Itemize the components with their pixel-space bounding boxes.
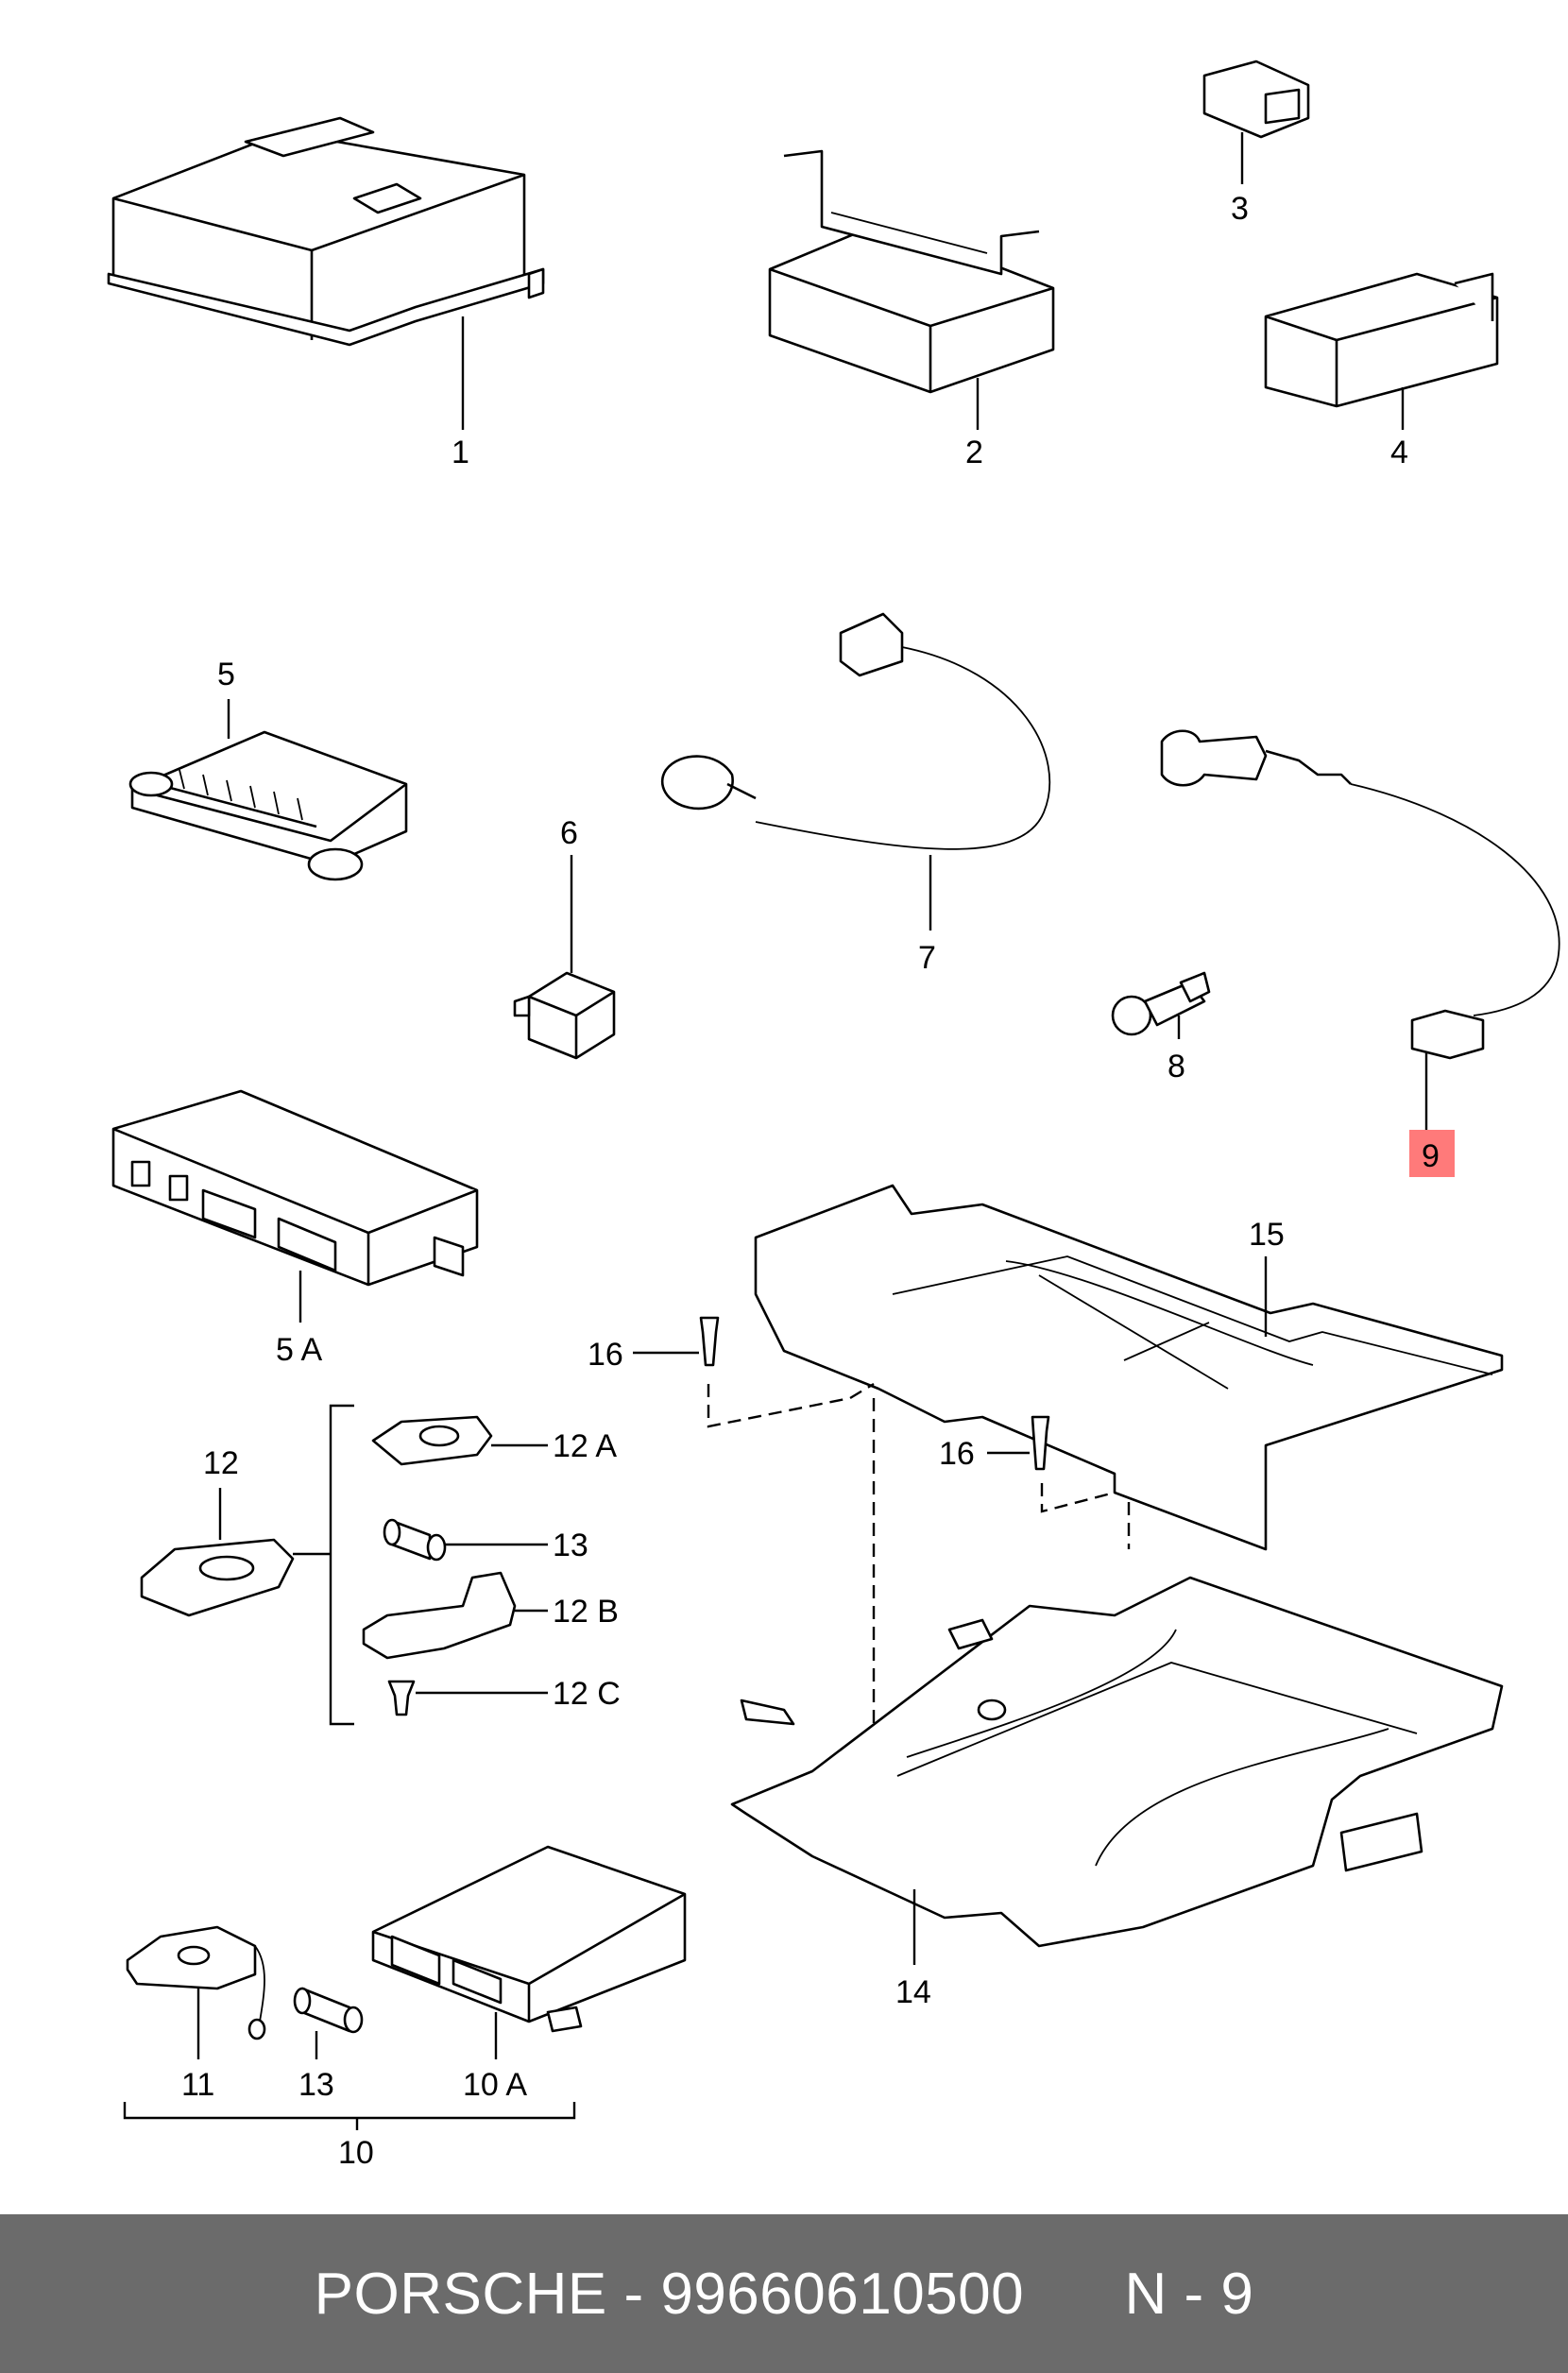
brand-name: PORSCHE [314, 2261, 607, 2327]
part-12c-screw [387, 1680, 416, 1716]
callout-12: 12 [203, 1445, 239, 1481]
part-6-relay [513, 971, 616, 1060]
part-4-module [1264, 272, 1499, 408]
callout-2: 2 [965, 435, 983, 470]
callout-12a: 12 A [553, 1428, 617, 1464]
part-3-sensor [1202, 60, 1310, 139]
part-12-remote [140, 1538, 295, 1617]
part-16-bolt-left [699, 1316, 720, 1367]
footer-bar: PORSCHE - 99660610500 N - 9 [0, 2214, 1568, 2373]
part-15-bracket [754, 1184, 1504, 1551]
callout-14: 14 [895, 1974, 931, 2010]
part-7-knock-sensor [660, 612, 1051, 850]
part-14-tray [730, 1576, 1504, 1948]
callout-4: 4 [1390, 435, 1408, 470]
part-13-battery-lower [293, 1987, 364, 2034]
part-12b-cover [362, 1571, 517, 1660]
part-9-sensor-cable [1160, 729, 1560, 1060]
part-1-control-unit [107, 116, 545, 347]
callout-3: 3 [1231, 191, 1249, 227]
callout-16-right: 16 [939, 1436, 975, 1472]
part-5a-control-unit [111, 1089, 479, 1287]
parts-diagram: 1 2 3 4 5 6 [107, 60, 1560, 2171]
callout-12b: 12 B [553, 1594, 619, 1630]
callout-10a: 10 A [463, 2067, 527, 2103]
callout-13-lower: 13 [298, 2067, 334, 2103]
callout-9: 9 [1422, 1138, 1440, 1174]
callout-5: 5 [217, 657, 235, 692]
part-5-module [128, 730, 408, 881]
footer-separator: - [606, 2261, 661, 2327]
callout-1: 1 [452, 435, 469, 470]
callout-13-upper: 13 [553, 1528, 588, 1563]
callout-6: 6 [560, 815, 578, 851]
callout-15: 15 [1249, 1217, 1285, 1253]
part-12a-housing [371, 1415, 493, 1466]
highlight-box [1409, 1130, 1455, 1177]
part-number: 99660610500 [660, 2261, 1025, 2327]
callout-12c: 12 C [553, 1676, 621, 1712]
position-reference: N - 9 [1124, 2261, 1254, 2327]
callout-10: 10 [338, 2135, 374, 2171]
part-11-key [126, 1925, 266, 2040]
callout-7: 7 [918, 940, 936, 976]
callout-16-left: 16 [588, 1337, 623, 1373]
footer-text: PORSCHE - 99660610500 N - 9 [315, 2261, 1254, 2328]
callout-8: 8 [1167, 1049, 1185, 1084]
part-2-bracket-unit [768, 149, 1055, 394]
callout-5a: 5 A [276, 1332, 322, 1368]
part-13-battery [383, 1518, 447, 1562]
callout-11: 11 [181, 2067, 214, 2103]
part-10a-control-unit [371, 1845, 687, 2033]
part-8-bulb-holder [1111, 971, 1211, 1036]
part-16-bolt-right [1031, 1415, 1050, 1471]
